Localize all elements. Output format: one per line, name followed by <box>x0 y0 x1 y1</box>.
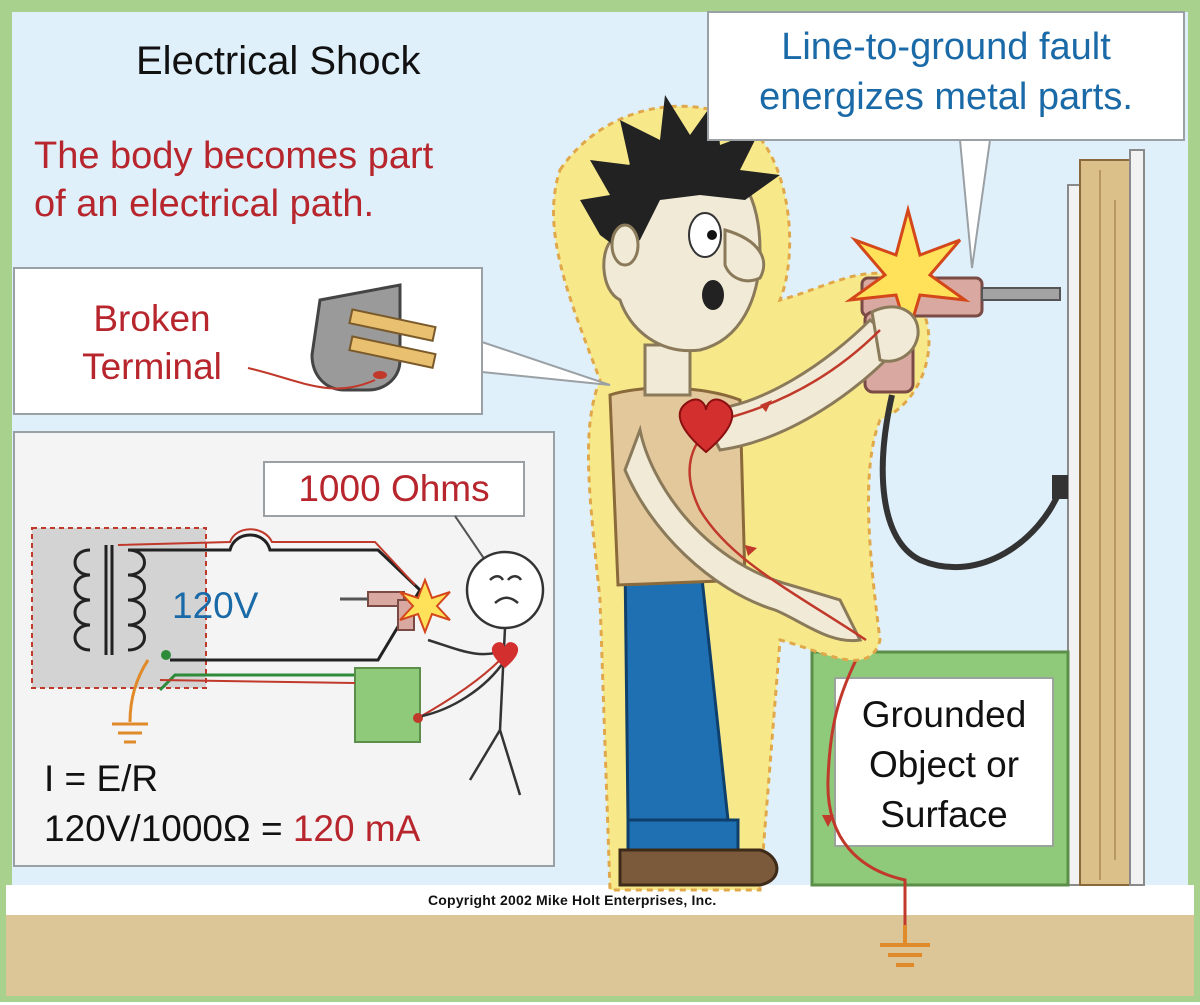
resistance-label: 1000 Ohms <box>298 468 490 509</box>
copyright-notice: Copyright 2002 Mike Holt Enterprises, In… <box>428 892 717 908</box>
circuit-node <box>413 713 423 723</box>
body-current-path <box>688 329 881 642</box>
circuit-hot-wire <box>128 533 422 662</box>
copyright-strip <box>6 885 1194 915</box>
man-eye <box>688 212 722 258</box>
outlet <box>1052 475 1068 499</box>
plug-icon <box>310 283 437 392</box>
fault-callout-pointer <box>958 139 992 269</box>
ground-current-path <box>826 639 907 930</box>
formula-line-2: 120V/1000Ω = 120 mA <box>44 808 420 851</box>
man-shoe <box>618 848 779 887</box>
circuit-return-path <box>159 659 501 719</box>
jeans-cuff <box>626 818 740 852</box>
grounded-enclosure <box>354 667 421 743</box>
current-arrow <box>745 545 757 556</box>
spark-icon <box>399 577 451 635</box>
grounded-object-label-box <box>834 677 1054 847</box>
formula-line-1: I = E/R <box>44 758 159 799</box>
resistance-label-box <box>263 461 525 517</box>
resistance-pointer <box>454 515 486 561</box>
man-hand-drill <box>870 305 920 363</box>
heart-icon <box>678 398 734 454</box>
broken-terminal-box <box>13 267 483 415</box>
current-arrow <box>822 815 834 827</box>
grounded-line-3: Surface <box>880 794 1008 835</box>
ground-symbol-icon <box>880 925 930 967</box>
fault-callout-line-2: energizes metal parts. <box>759 76 1133 118</box>
wall-post-wood <box>1079 159 1131 886</box>
broken-terminal-line-1: Broken <box>93 298 211 339</box>
floor <box>6 912 1194 996</box>
stick-figure-icon <box>421 550 545 796</box>
subtitle-line-2: of an electrical path. <box>34 183 375 225</box>
grounded-line-2: Object or <box>868 744 1020 785</box>
man-ear <box>610 223 640 267</box>
formula-expression: 120V/1000Ω = <box>44 808 293 849</box>
current-arrow <box>760 400 772 412</box>
man-mouth <box>702 280 724 310</box>
circuit-current-path <box>117 528 416 586</box>
circuit-node <box>161 650 171 660</box>
fault-callout-line-1: Line-to-ground fault <box>781 26 1111 68</box>
transformer-coils <box>73 545 146 655</box>
terminal-pointer-line <box>247 367 376 390</box>
circuit-ground-lead <box>128 659 150 723</box>
broken-terminal-line-2: Terminal <box>82 346 222 387</box>
drill-cord <box>879 394 1063 571</box>
heart-icon <box>491 642 519 668</box>
man-hair <box>580 95 780 250</box>
ground-symbol-icon <box>112 722 148 744</box>
terminal-callout-pointer <box>481 340 611 386</box>
man-pupil <box>707 230 717 240</box>
subtitle-line-1: The body becomes part <box>34 135 434 177</box>
voltage-label: 120V <box>172 585 259 626</box>
page-title: Electrical Shock <box>136 39 421 83</box>
wall-post-back <box>1067 184 1081 886</box>
formula-result: 120 mA <box>292 808 421 849</box>
man-nose <box>723 228 766 283</box>
man-neck <box>643 343 692 397</box>
fault-callout-box <box>707 11 1185 141</box>
wall-post-front <box>1129 149 1145 886</box>
grounded-line-1: Grounded <box>861 694 1027 735</box>
